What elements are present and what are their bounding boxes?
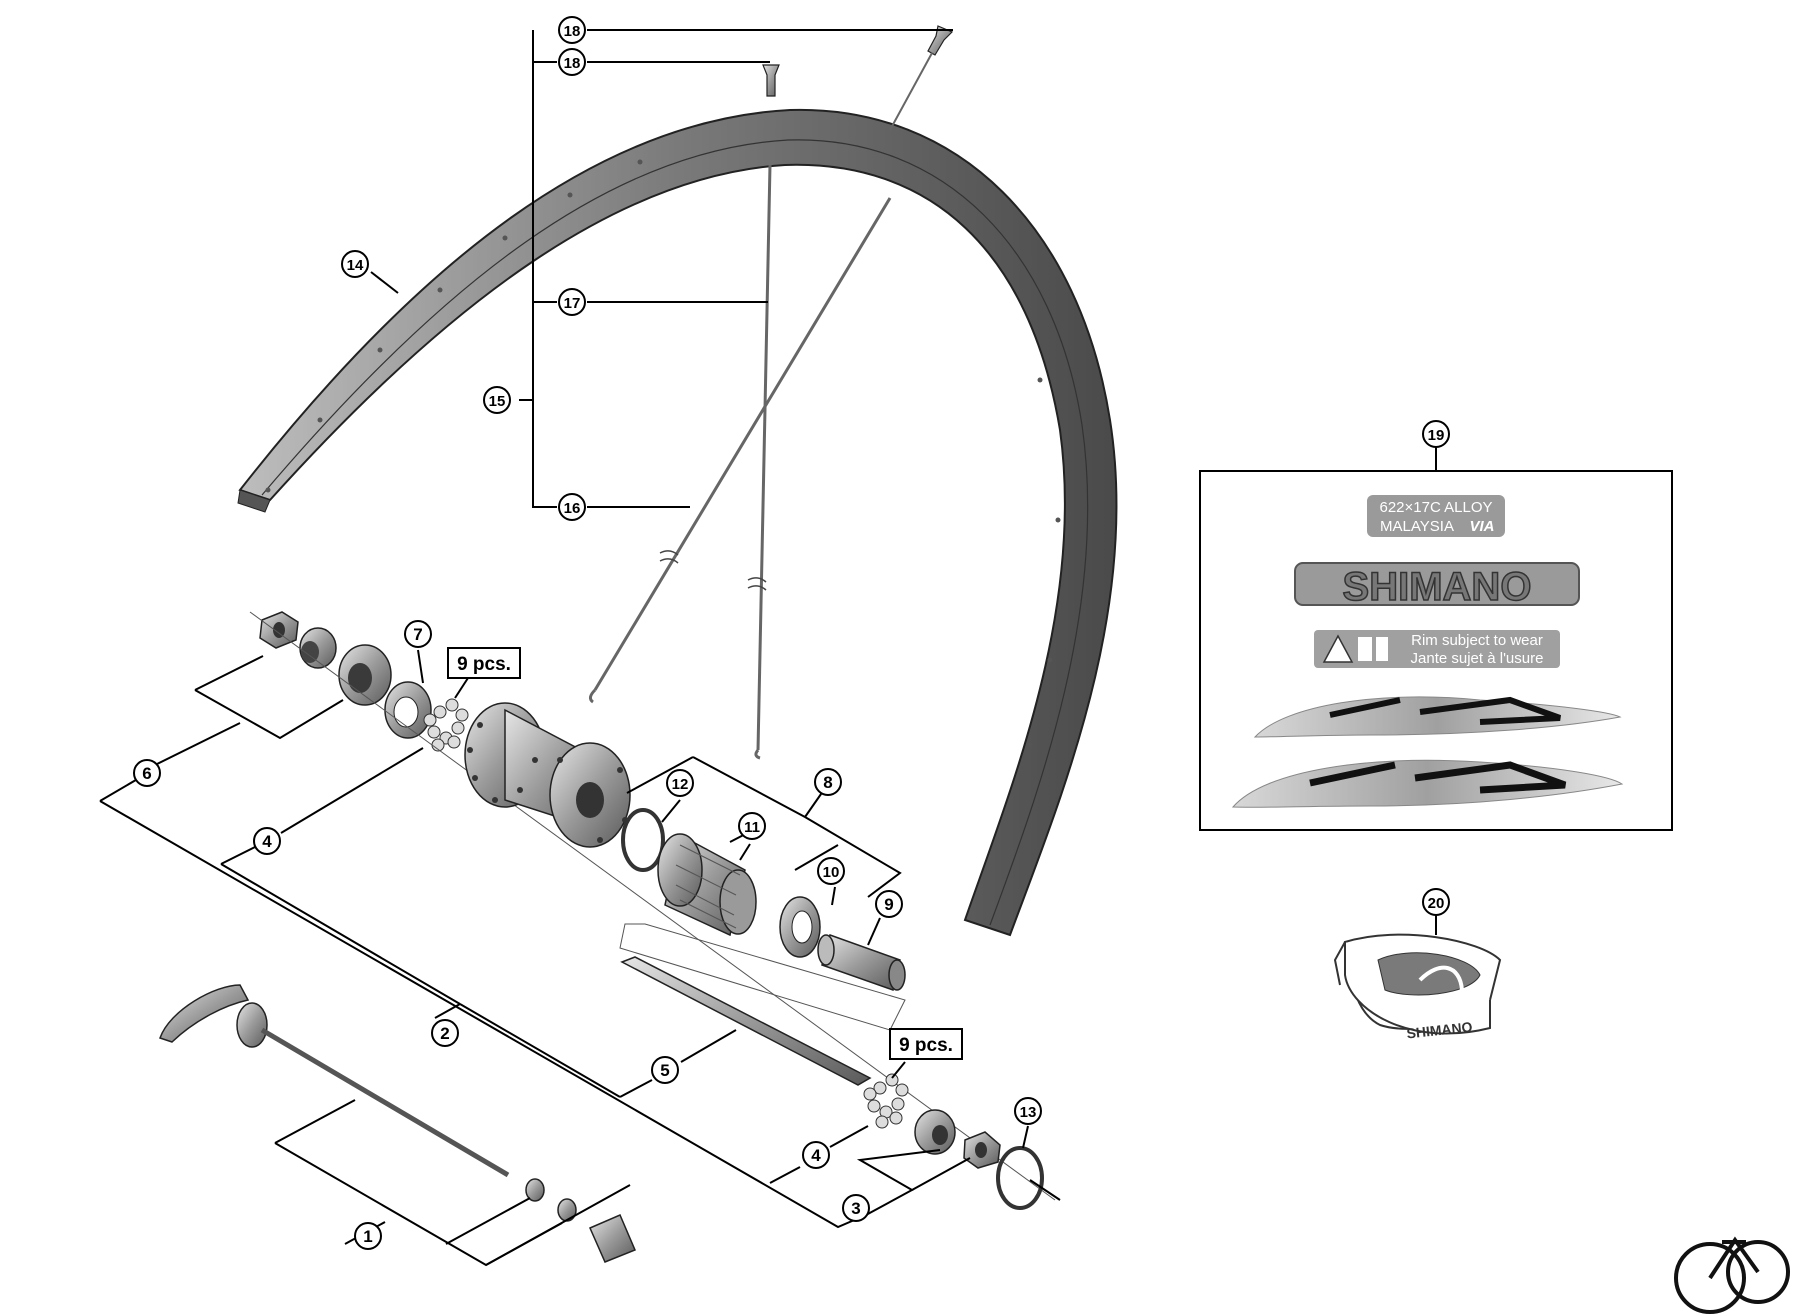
callouts: 1 2 3 4 4 5 6 7 8 9 10 11 12 13 14 15 16…	[133, 16, 1450, 1250]
svg-text:4: 4	[811, 1146, 821, 1165]
cone	[338, 644, 392, 706]
decal-warning-1: Rim subject to wear	[1411, 632, 1543, 649]
svg-text:11: 11	[744, 819, 760, 836]
decal-sheet: 622×17C ALLOY MALAYSIA VIA SHIMANO Rim s…	[1199, 470, 1673, 831]
callout-9: 9	[875, 890, 903, 918]
svg-text:10: 10	[823, 864, 840, 881]
seal-ring-13	[996, 1146, 1044, 1210]
rim	[237, 108, 1118, 937]
note-balls-front: 9 pcs.	[447, 647, 521, 679]
svg-text:14: 14	[347, 257, 364, 274]
svg-text:2: 2	[440, 1024, 449, 1043]
rear-lock-nut	[963, 1131, 1001, 1169]
callout-18-top: 18	[558, 16, 586, 44]
callout-3: 3	[842, 1194, 870, 1222]
washer-10	[779, 896, 821, 958]
svg-text:9: 9	[884, 895, 893, 914]
svg-text:4: 4	[262, 832, 272, 851]
svg-text:16: 16	[564, 500, 581, 517]
decal-warning-2: Jante sujet à l'usure	[1411, 650, 1544, 667]
note-balls-rear-text: 9 pcs.	[899, 1035, 953, 1056]
callout-5: 5	[651, 1056, 679, 1084]
callout-19: 19	[1422, 420, 1450, 448]
callout-14: 14	[341, 250, 369, 278]
decal-rim-spec-2: MALAYSIA	[1380, 518, 1454, 535]
callout-10: 10	[817, 857, 845, 885]
rim-tape-brand: SHIMANO	[1406, 1019, 1474, 1042]
bearing-balls-front	[423, 698, 469, 752]
svg-text:12: 12	[672, 776, 689, 793]
decal-rs-logo-2	[1231, 759, 1624, 808]
callout-15: 15	[483, 386, 511, 414]
callout-4-rear: 4	[802, 1141, 830, 1169]
callout-20: 20	[1422, 888, 1450, 916]
svg-text:17: 17	[564, 295, 581, 312]
decal-rs-logo-1	[1253, 696, 1622, 738]
callout-7: 7	[404, 620, 432, 648]
callout-17: 17	[558, 288, 586, 316]
callout-18-second: 18	[558, 48, 586, 76]
callout-16: 16	[558, 493, 586, 521]
rear-cone	[914, 1109, 956, 1155]
dust-cap	[384, 681, 432, 739]
hub-shell	[464, 702, 631, 848]
info-icon	[1358, 637, 1372, 661]
manual-icon	[1376, 637, 1388, 661]
svg-text:18: 18	[564, 23, 581, 40]
svg-text:3: 3	[851, 1199, 860, 1218]
decal-rim-spec-1: 622×17C ALLOY	[1379, 499, 1492, 516]
spoke-nipple-1	[762, 64, 780, 97]
svg-text:8: 8	[823, 773, 832, 792]
svg-text:1: 1	[363, 1227, 372, 1246]
freehub-body	[657, 833, 757, 937]
hub-axle	[620, 956, 872, 1086]
spoke-bent	[588, 197, 892, 704]
callout-8: 8	[814, 768, 842, 796]
callout-4-front: 4	[253, 827, 281, 855]
leader-lines	[99, 29, 1437, 1267]
decal-brand: SHIMANO	[1343, 565, 1532, 609]
callout-6: 6	[133, 759, 161, 787]
note-balls-front-text: 9 pcs.	[457, 654, 511, 675]
rim-tape: SHIMANO	[1333, 933, 1502, 1042]
o-ring-12	[621, 808, 665, 872]
svg-text:15: 15	[489, 393, 506, 410]
bicycle-icon	[1674, 1236, 1790, 1314]
callout-12: 12	[666, 769, 694, 797]
callout-2: 2	[431, 1019, 459, 1047]
spoke-straight	[747, 164, 772, 760]
sleeve-9	[817, 934, 906, 991]
spoke-nipple-2	[889, 25, 954, 131]
svg-text:19: 19	[1428, 427, 1445, 444]
callout-13: 13	[1014, 1097, 1042, 1125]
note-balls-rear: 9 pcs.	[889, 1028, 963, 1060]
warning-icon	[1322, 634, 1354, 663]
decal-rim-spec-mark: VIA	[1469, 518, 1494, 535]
lock-nut	[259, 611, 299, 649]
svg-text:5: 5	[660, 1061, 669, 1080]
callout-11: 11	[738, 812, 766, 840]
svg-text:18: 18	[564, 55, 581, 72]
svg-text:13: 13	[1020, 1104, 1037, 1121]
quick-release-skewer	[159, 984, 636, 1263]
svg-text:6: 6	[142, 764, 151, 783]
svg-text:7: 7	[413, 625, 422, 644]
svg-text:20: 20	[1428, 895, 1445, 912]
callout-1: 1	[354, 1222, 382, 1250]
bearing-balls-rear	[863, 1073, 909, 1129]
